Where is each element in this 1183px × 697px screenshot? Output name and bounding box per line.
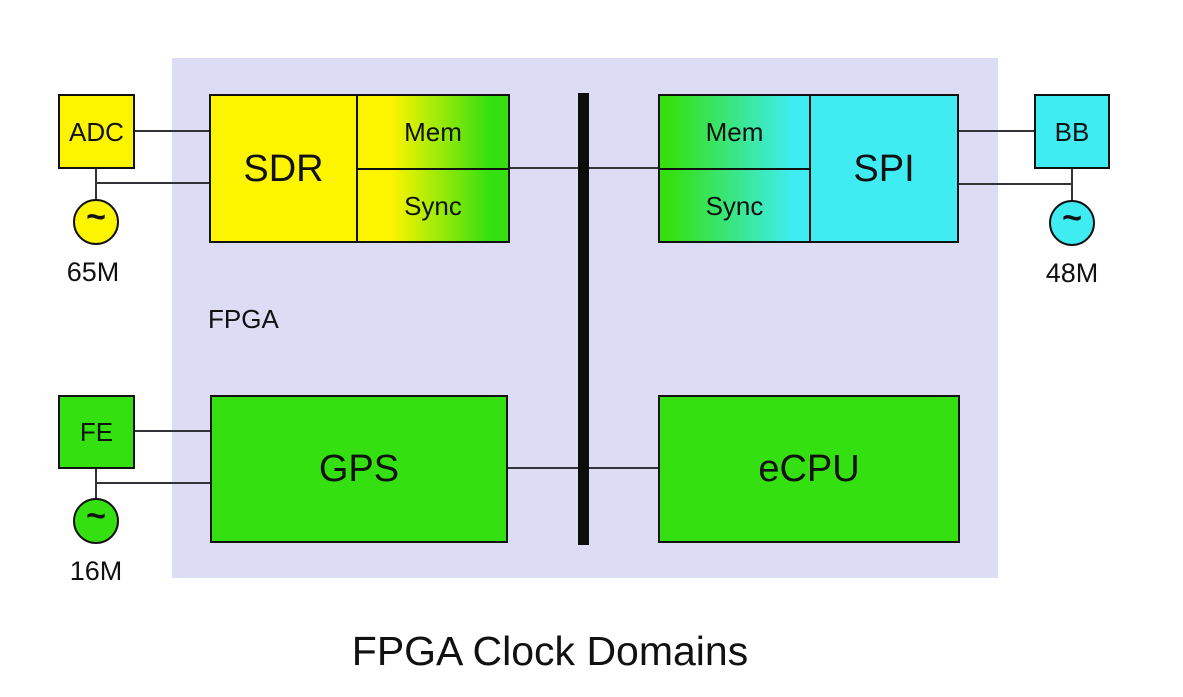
ecpu-block: eCPU — [658, 395, 960, 543]
sdr-sync-label: Sync — [404, 190, 462, 221]
clk-48m-label: 48M — [1045, 258, 1099, 288]
sine-symbol: ~ — [86, 496, 106, 535]
adc-block: ADC — [58, 94, 135, 169]
spi-block: SPI — [809, 94, 959, 243]
clk-65m-label: 65M — [66, 257, 120, 287]
sdr-mem-block: Mem — [356, 94, 510, 170]
spi-mem-label: Mem — [705, 117, 764, 147]
clk-16m-oscillator-icon: ~ — [73, 496, 119, 544]
sine-symbol: ~ — [1062, 198, 1082, 237]
spi-label: SPI — [853, 147, 915, 190]
connector-adc-to-sdr — [135, 130, 209, 132]
spi-mem-block: Mem — [658, 94, 811, 170]
bb-block: BB — [1034, 94, 1110, 169]
diagram-title: FPGA Clock Domains — [351, 628, 749, 674]
adc-label: ADC — [69, 116, 124, 147]
fe-label: FE — [79, 417, 114, 447]
gps-label: GPS — [318, 448, 400, 490]
fe-block: FE — [58, 395, 135, 469]
fpga-region-label: FPGA — [208, 304, 279, 334]
connector-adc-to-clk65 — [95, 168, 97, 200]
clock-domain-boundary-bar — [578, 93, 589, 545]
ecpu-label: eCPU — [758, 448, 860, 490]
sine-symbol: ~ — [86, 197, 106, 236]
clk-65m-oscillator-icon: ~ — [73, 197, 119, 245]
connector-spi-to-clk48 — [959, 183, 1073, 185]
connector-bb-to-clk48 — [1071, 168, 1073, 200]
spi-sync-label: Sync — [705, 190, 764, 221]
sdr-sync-block: Sync — [356, 168, 510, 243]
bb-label: BB — [1054, 116, 1090, 147]
clk-48m-oscillator-icon: ~ — [1049, 198, 1095, 246]
spi-sync-block: Sync — [658, 168, 811, 243]
clk-16m-label: 16M — [69, 556, 123, 586]
connector-clk16-to-gps — [95, 482, 210, 484]
connector-clk65-to-sdr — [95, 182, 209, 184]
sdr-label: SDR — [243, 147, 324, 190]
sdr-mem-label: Mem — [404, 117, 462, 147]
connector-spi-to-bb — [959, 130, 1034, 132]
connector-fe-to-gps — [135, 430, 210, 432]
gps-block: GPS — [210, 395, 508, 543]
sdr-block: SDR — [209, 94, 358, 243]
